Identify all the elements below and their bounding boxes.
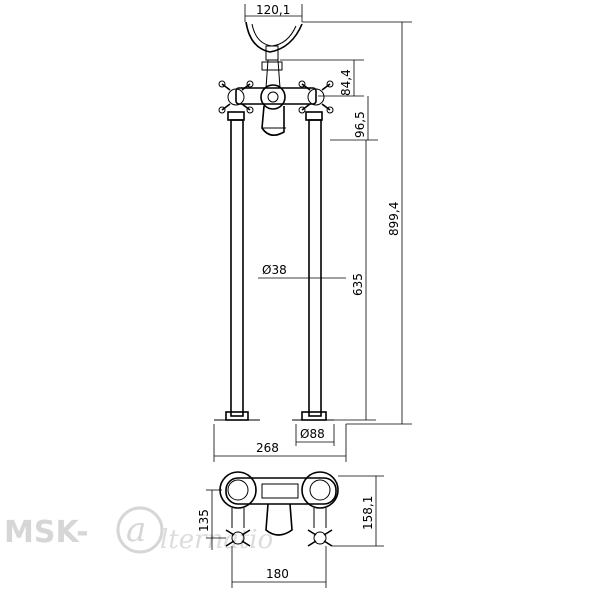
spout <box>261 105 286 136</box>
dim-plan-spacing: 180 <box>266 567 289 581</box>
dim-total-height: 899,4 <box>387 202 401 236</box>
dim-plan-height: 135 <box>197 509 211 532</box>
dim-pipe-diameter: Ø38 <box>262 263 287 277</box>
plan-dimensions: 135 158,1 180 <box>197 475 384 588</box>
right-standpipe <box>292 111 334 421</box>
right-cross-handle <box>298 80 334 114</box>
watermark-script: lternatio <box>160 525 273 555</box>
mixer-body <box>235 84 317 110</box>
left-standpipe <box>214 111 260 421</box>
dim-base-diameter: Ø88 <box>300 427 325 441</box>
handset-cradle <box>245 21 303 61</box>
at-sign-icon: a <box>116 506 164 554</box>
dim-top-width: 120,1 <box>256 3 290 17</box>
dim-pipe-height: 635 <box>351 273 365 296</box>
left-cross-handle <box>218 80 254 114</box>
dim-handle-rise: 84,4 <box>339 69 353 96</box>
dim-spout-drop: 96,5 <box>353 111 367 138</box>
plan-right-cross <box>307 529 333 547</box>
plan-view <box>219 471 339 547</box>
watermark: MSK- a lternatio <box>4 506 273 555</box>
elevation-view <box>214 21 334 421</box>
watermark-brand: MSK- <box>4 515 89 550</box>
svg-text:a: a <box>126 510 146 550</box>
plan-left-cross <box>225 529 251 547</box>
dim-base-spacing: 268 <box>256 441 279 455</box>
elevation-dimensions: 120,1 84,4 96,5 635 899,4 Ø38 268 Ø88 <box>213 3 412 462</box>
dim-plan-depth: 158,1 <box>361 496 375 530</box>
